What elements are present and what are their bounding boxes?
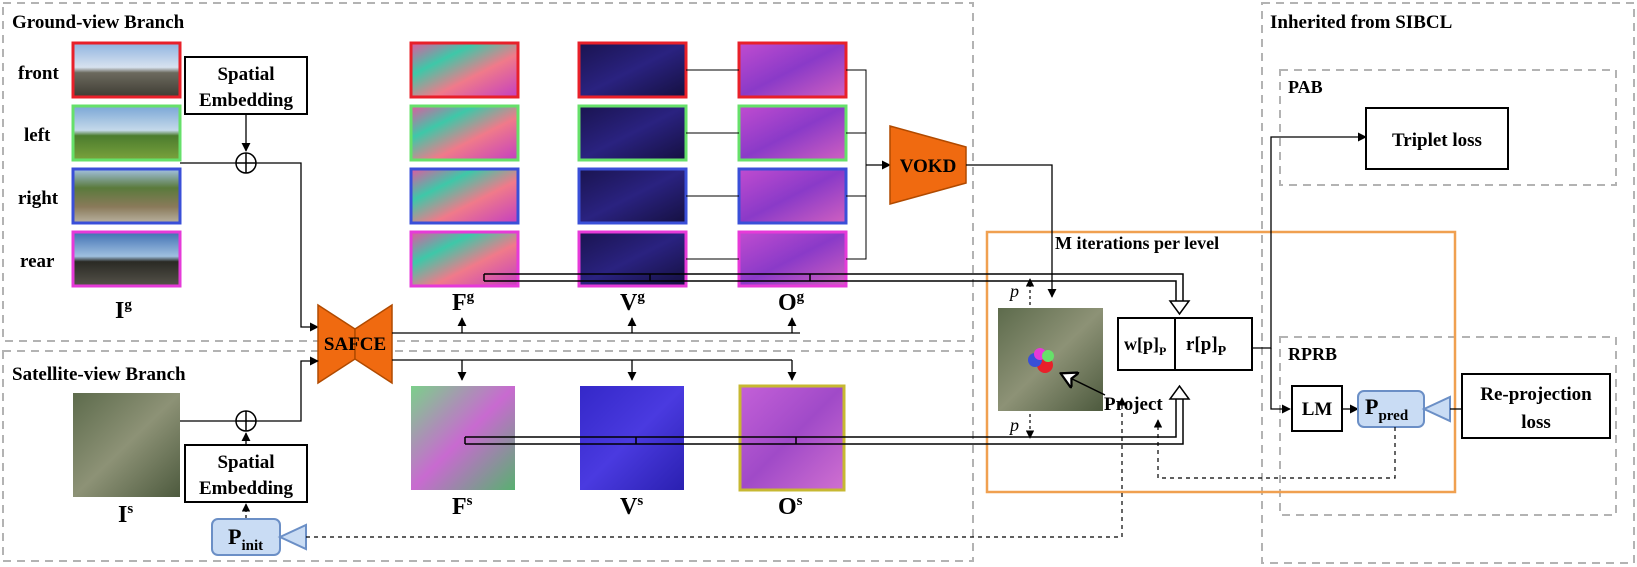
vs-map xyxy=(580,386,684,490)
pab-title: PAB xyxy=(1288,77,1323,97)
residual-label: r[p]P xyxy=(1186,334,1227,359)
right-image xyxy=(71,167,182,225)
projected-point-green xyxy=(1042,350,1054,362)
spatial-embedding-satellite-line2: Embedding xyxy=(199,478,293,499)
spatial-embedding-ground-line1: Spatial xyxy=(217,64,274,85)
og-map-left xyxy=(737,104,848,162)
triplet-loss-box xyxy=(1365,107,1509,170)
ground-double-flow xyxy=(483,273,1184,306)
view-label-right: right xyxy=(18,188,59,209)
symbol-Os: Os xyxy=(778,493,803,520)
ground-flow-arrowhead xyxy=(1168,300,1191,316)
fs-map xyxy=(411,386,515,490)
fg-map-left xyxy=(409,104,520,162)
p-label-bottom: p xyxy=(1008,415,1019,435)
left-image xyxy=(71,104,182,162)
satellite-flow-arrowhead xyxy=(1168,384,1191,400)
ground-branch-box xyxy=(2,2,974,342)
vg-map-left xyxy=(577,104,688,162)
og-map-rear xyxy=(737,230,848,288)
p-label-top: p xyxy=(1008,281,1019,301)
fg-map-front xyxy=(409,41,520,99)
satellite-image xyxy=(73,393,180,497)
symbol-Og: Og xyxy=(778,289,805,316)
symbol-Is: Is xyxy=(118,501,133,528)
project-label: Project xyxy=(1104,394,1163,415)
camera-icon-pred xyxy=(1421,395,1451,423)
satellite-branch-box xyxy=(2,350,974,562)
vokd-module xyxy=(889,125,967,205)
ground-branch-title: Ground-view Branch xyxy=(12,12,185,33)
front-image xyxy=(71,41,182,99)
safce-module-right xyxy=(354,303,393,385)
symbol-Fg: Fg xyxy=(452,289,475,316)
rprb-title: RPRB xyxy=(1288,344,1337,364)
spatial-embedding-satellite xyxy=(184,444,308,503)
view-label-left: left xyxy=(24,125,51,146)
view-label-front: front xyxy=(18,63,59,84)
symbol-Fs: Fs xyxy=(452,493,473,520)
reprojection-loss-line2: loss xyxy=(1521,412,1551,433)
symbol-Vg: Vg xyxy=(620,289,645,316)
og-map-front xyxy=(737,41,848,99)
weight-box xyxy=(1117,317,1176,371)
reprojection-loss-box xyxy=(1461,373,1611,439)
symbol-Pinit: Pinit xyxy=(228,524,263,554)
residual-box xyxy=(1174,317,1253,371)
triplet-loss-label: Triplet loss xyxy=(1392,130,1482,151)
iterations-title: M iterations per level xyxy=(1055,233,1219,253)
weight-label: w[p]P xyxy=(1124,334,1166,358)
reprojection-loss-line1: Re-projection xyxy=(1480,384,1592,405)
satellite-branch-title: Satellite-view Branch xyxy=(12,364,186,385)
add-op-satellite xyxy=(235,410,257,432)
rear-image xyxy=(71,230,182,288)
lm-label: LM xyxy=(1302,399,1333,420)
inherited-title: Inherited from SIBCL xyxy=(1270,12,1452,33)
add-op-ground xyxy=(235,152,257,174)
camera-icon-init xyxy=(277,523,307,551)
symbol-Ig: Ig xyxy=(115,297,132,324)
og-map-right xyxy=(737,167,848,225)
fg-map-rear xyxy=(409,230,520,288)
spatial-embedding-ground-line2: Embedding xyxy=(199,90,293,111)
safce-label: SAFCE xyxy=(324,334,386,355)
vg-map-front xyxy=(577,41,688,99)
vokd-label: VOKD xyxy=(900,156,957,177)
symbol-Vs: Vs xyxy=(620,493,643,520)
vg-map-rear xyxy=(577,230,688,288)
fg-map-right xyxy=(409,167,520,225)
view-label-rear: rear xyxy=(20,251,55,272)
pab-box xyxy=(1279,69,1617,186)
iterations-box xyxy=(985,230,1457,494)
vg-map-right xyxy=(577,167,688,225)
lm-box xyxy=(1291,385,1343,432)
symbol-Ppred: Ppred xyxy=(1365,394,1409,424)
rprb-box xyxy=(1279,336,1617,516)
spatial-embedding-satellite-line1: Spatial xyxy=(217,452,274,473)
os-map xyxy=(738,384,846,492)
inherited-box xyxy=(1261,2,1635,564)
satellite-double-flow xyxy=(464,395,1184,445)
